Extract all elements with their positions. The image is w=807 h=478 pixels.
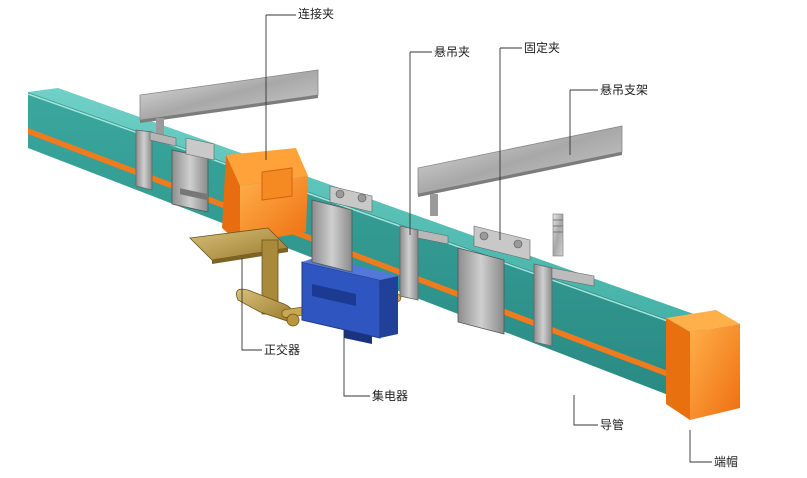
- fixed-clamp-left: [171, 137, 215, 213]
- suspension-bracket-left: [139, 69, 319, 140]
- label-suspension-clamp: 悬吊夹: [434, 45, 471, 59]
- label-collector: 集电器: [372, 389, 409, 403]
- suspension-clamp-left: [135, 129, 177, 191]
- label-end-cap: 端帽: [714, 455, 739, 469]
- suspension-clamp-right: [533, 213, 595, 347]
- fixed-clamp-middle: [311, 185, 373, 273]
- suspension-bracket-right: [417, 125, 623, 216]
- end-cap: [666, 310, 740, 420]
- label-orthogonal-connector: 正交器: [264, 343, 301, 357]
- callout-lines: [241, 14, 712, 463]
- connector-clamp: [222, 148, 308, 244]
- label-connector-clamp: 连接夹: [298, 7, 335, 21]
- label-suspension-bracket: 悬吊支架: [600, 83, 649, 97]
- label-fixed-clamp: 固定夹: [524, 41, 561, 55]
- suspension-clamp-middle: [399, 225, 449, 301]
- label-conduit: 导管: [600, 418, 625, 432]
- fixed-clamp-right: [457, 225, 531, 335]
